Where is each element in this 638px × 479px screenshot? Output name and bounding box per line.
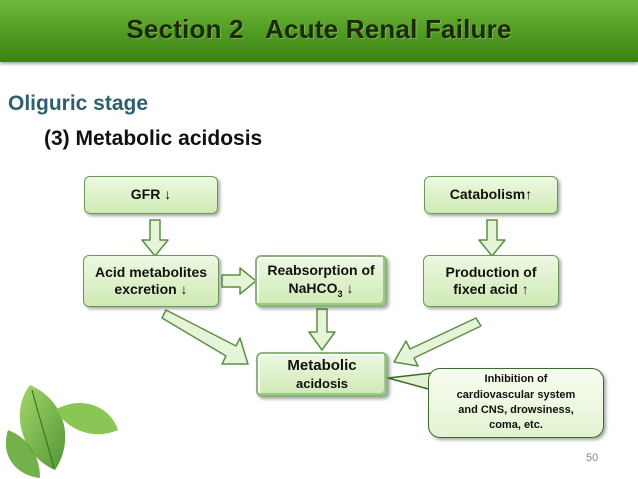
callout-line4: coma, etc. <box>489 419 543 432</box>
callout-bubble: Inhibition of cardiovascular system and … <box>428 368 604 438</box>
reabsorption-box: Reabsorption of NaHCO3 ↓ <box>255 255 387 307</box>
production-line2: fixed acid ↑ <box>453 281 529 297</box>
gfr-box: GFR ↓ <box>84 176 218 214</box>
arrow-catabolism-down <box>478 219 506 257</box>
metabolic-acidosis-box: Metabolic acidosis <box>256 352 388 397</box>
nahco3-chem: NaHCO <box>288 279 338 296</box>
reabsorption-line2: NaHCO3 ↓ <box>289 280 354 300</box>
arrow-diagonal-right <box>393 317 482 367</box>
callout-line3: and CNS, drowsiness, <box>458 404 574 416</box>
reabsorption-arrow: ↓ <box>342 279 354 296</box>
gfr-label: GFR ↓ <box>130 186 172 203</box>
header-bar <box>0 0 638 62</box>
metabolic-line1: Metabolic <box>287 357 357 374</box>
callout-line2: cardiovascular system <box>456 388 576 401</box>
acid-metabolites-box: Acid metabolites excretion ↓ <box>83 255 219 307</box>
production-box: Production of fixed acid ↑ <box>423 255 559 307</box>
callout-line1: Inhibition of <box>484 373 548 386</box>
section-heading: (3) Metabolic acidosis <box>44 127 263 150</box>
stage-heading: Oliguric stage <box>8 92 149 115</box>
slide-number: 50 <box>586 452 599 464</box>
production-line1: Production of <box>445 263 537 280</box>
metabolic-line2: acidosis <box>295 375 349 391</box>
nahco3-subscript: 3 <box>337 288 343 299</box>
arrow-reabsorption-down <box>308 308 336 351</box>
catabolism-box: Catabolism↑ <box>424 176 558 214</box>
arrow-acid-right <box>221 267 257 295</box>
acid-metabolites-line1: Acid metabolites <box>94 263 208 280</box>
slide-title: Section 2 Acute Renal Failure <box>126 14 512 44</box>
catabolism-label: Catabolism↑ <box>449 186 533 203</box>
acid-metabolites-line2: excretion ↓ <box>114 281 188 297</box>
reabsorption-line1: Reabsorption of <box>267 262 375 279</box>
arrow-diagonal-left <box>161 309 249 365</box>
arrow-gfr-down <box>141 219 169 257</box>
